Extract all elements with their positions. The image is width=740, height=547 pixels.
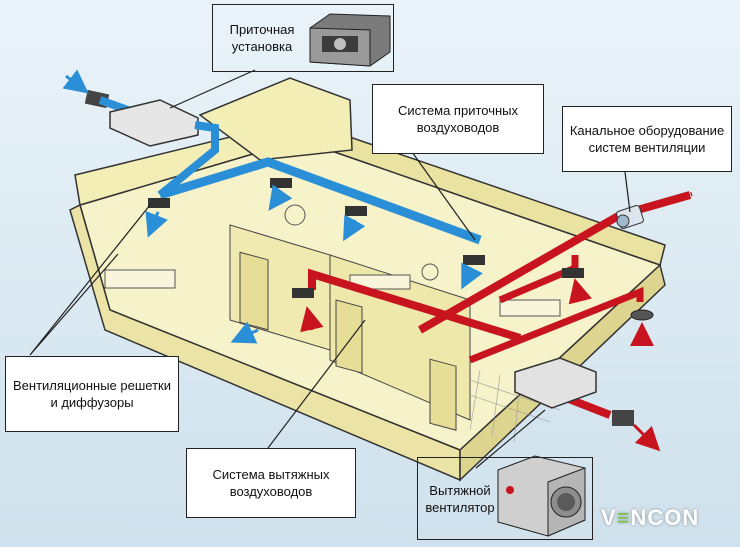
supply-grille: [270, 178, 292, 188]
supply-main-duct: [158, 157, 482, 245]
exhaust-fan-photo: [497, 455, 586, 537]
door: [239, 251, 269, 331]
callout-text: Приточная установка: [223, 21, 301, 55]
exhaust-out-arrow: [632, 423, 661, 452]
exhaust-diffuser: [630, 309, 654, 321]
supply-system: [62, 69, 485, 344]
callout-exhaust-ducts: Система вытяжных воздуховодов: [186, 448, 356, 518]
callout-supply-ducts: Система приточных воздуховодов: [372, 84, 544, 154]
label-exhaust-ducts-line2: воздуховодов: [229, 484, 313, 499]
brand-accent: ≡: [616, 505, 631, 530]
supply-grille: [148, 198, 170, 208]
duct-fan-equipment: [616, 205, 644, 229]
door: [335, 299, 363, 374]
desk: [104, 269, 176, 289]
callout-supply-unit: Приточная установка: [212, 4, 394, 72]
label-exhaust-fan-line2: вентилятор: [425, 499, 495, 515]
supply-unit-box: [109, 99, 199, 147]
label-supply-ducts-line1: Система приточных: [397, 103, 519, 118]
supply-unit-photo: [309, 13, 391, 67]
callout-grilles: Вентиляционные решетки и диффузоры: [5, 356, 179, 432]
supply-airflow-arrow: [268, 184, 293, 211]
exhaust-branch-duct: [468, 286, 644, 364]
exhaust-outlet-grille: [612, 410, 634, 426]
label-supply-unit-line1: Приточная: [229, 22, 295, 37]
callout-exhaust-fan: Вытяжной вентилятор: [417, 457, 593, 540]
callout-text: Вытяжной вентилятор: [424, 482, 496, 516]
supply-grille: [463, 255, 485, 265]
plant: [421, 263, 439, 281]
exhaust-fan-box: [514, 357, 597, 409]
door-airflow-arrow: [230, 321, 259, 344]
label-supply-unit-line2: установка: [231, 39, 293, 54]
intake-arrow: [62, 69, 89, 94]
supply-main-duct: [157, 121, 219, 199]
callout-duct-equipment: Канальное оборудование систем вентиляции: [562, 106, 732, 172]
label-duct-equipment-line1: Канальное оборудование: [569, 123, 725, 138]
exhaust-grille: [292, 288, 314, 298]
exhaust-airflow-arrow: [568, 278, 593, 305]
exhaust-grille: [562, 268, 584, 278]
brand-logo: V≡NCON: [601, 505, 699, 531]
supply-airflow-arrow: [343, 214, 366, 242]
label-supply-ducts-line2: воздуховодов: [416, 120, 500, 135]
brand-logo-icon: [506, 486, 514, 494]
brand-suffix: NCON: [630, 505, 700, 530]
plant: [284, 204, 306, 226]
desk: [499, 299, 561, 317]
supply-airflow-arrow: [461, 262, 483, 290]
door: [429, 358, 457, 431]
fan-icon: [334, 38, 346, 50]
exhaust-airflow-arrow: [300, 306, 324, 333]
label-exhaust-fan-line1: Вытяжной: [429, 482, 491, 498]
exhaust-system: [292, 191, 693, 452]
brand-prefix: V: [601, 505, 617, 530]
label-grilles-line1: Вентиляционные решетки: [13, 378, 171, 393]
building-roof-section: [198, 77, 353, 161]
label-exhaust-ducts-line1: Система вытяжных: [212, 467, 330, 482]
label-duct-equipment-line2: систем вентиляции: [588, 140, 706, 155]
supply-airflow-arrow: [145, 210, 168, 238]
label-grilles-line2: и диффузоры: [50, 395, 134, 410]
supply-grille: [345, 206, 367, 216]
exhaust-outlet-dashed: [649, 192, 693, 207]
